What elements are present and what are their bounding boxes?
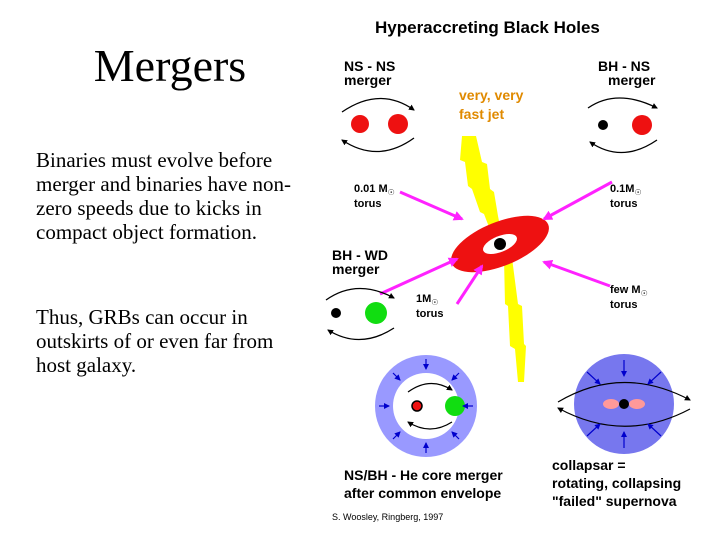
orbit-arrow-bh-wd-bottom — [327, 327, 395, 341]
label-ns-ns-merger: NS - NS merger — [344, 58, 399, 88]
black-hole-bh-ns — [598, 120, 608, 130]
arrow-bh-wd-to-torus — [379, 257, 459, 296]
central-black-hole — [494, 238, 506, 250]
orbit-arrow-bh-ns-top — [587, 97, 658, 109]
arrow-ns-ns-to-torus — [399, 190, 464, 221]
jet-upper — [460, 136, 502, 240]
arrow-collapsar-to-torus — [542, 260, 611, 288]
rotation-arrow-collapsar-top — [557, 381, 691, 403]
orbit-arrow-bh-wd-top — [325, 287, 395, 301]
orbit-arrow-ns-ns-bottom — [341, 137, 415, 153]
label-torus-collapsar: few M☉ torus — [610, 284, 651, 311]
rotation-arrow-collapsar-bottom — [557, 407, 691, 427]
collapsar-torus-left — [603, 399, 619, 409]
label-he-core-merger: NS/BH - He core merger after common enve… — [344, 467, 507, 501]
black-hole-bh-wd — [331, 308, 341, 318]
white-dwarf — [365, 302, 387, 324]
label-torus-bh-ns: 0.1M☉ torus — [610, 183, 645, 210]
ns-bh-companion — [411, 400, 423, 412]
envelope-inflow-arrows — [379, 359, 473, 453]
orbit-arrow-he-bottom — [407, 421, 453, 430]
arrow-he-core-to-torus — [455, 264, 484, 305]
figure-canvas: Hyperaccreting Black Holes NS - NS merge… — [325, 18, 691, 522]
orbit-arrow-ns-ns-top — [341, 97, 415, 113]
arrow-bh-ns-to-torus — [542, 180, 613, 221]
slide-title: Mergers — [93, 40, 247, 91]
label-bh-wd-merger: BH - WD merger — [332, 247, 392, 277]
jet-lower — [504, 258, 526, 382]
neutron-star-left — [351, 115, 369, 133]
label-bh-ns-merger: BH - NS merger — [598, 58, 656, 88]
label-collapsar: collapsar = rotating, collapsing "failed… — [552, 457, 685, 509]
label-fast-jet: very, very fast jet — [459, 87, 527, 122]
collapsar-black-hole — [619, 399, 629, 409]
figure-credit: S. Woosley, Ringberg, 1997 — [332, 512, 443, 522]
collapsar-torus-right — [629, 399, 645, 409]
orbit-arrow-bh-ns-bottom — [589, 139, 658, 154]
neutron-star-right — [388, 114, 408, 134]
body-paragraph-outskirts: Thus, GRBs can occur in outskirts of or … — [36, 305, 274, 377]
label-torus-ns-ns: 0.01 M☉ torus — [354, 183, 398, 210]
he-core — [445, 396, 465, 416]
figure-title: Hyperaccreting Black Holes — [375, 18, 600, 37]
label-torus-bh-wd: 1M☉ torus — [416, 293, 444, 320]
neutron-star-bh-ns — [632, 115, 652, 135]
hyperaccreting-black-holes-figure: Hyperaccreting Black Holes NS - NS merge… — [312, 4, 720, 534]
orbit-arrow-he-top — [407, 382, 453, 393]
body-paragraph-binaries: Binaries must evolve before merger and b… — [36, 148, 292, 244]
collapsar-inflow-arrows — [586, 360, 662, 448]
